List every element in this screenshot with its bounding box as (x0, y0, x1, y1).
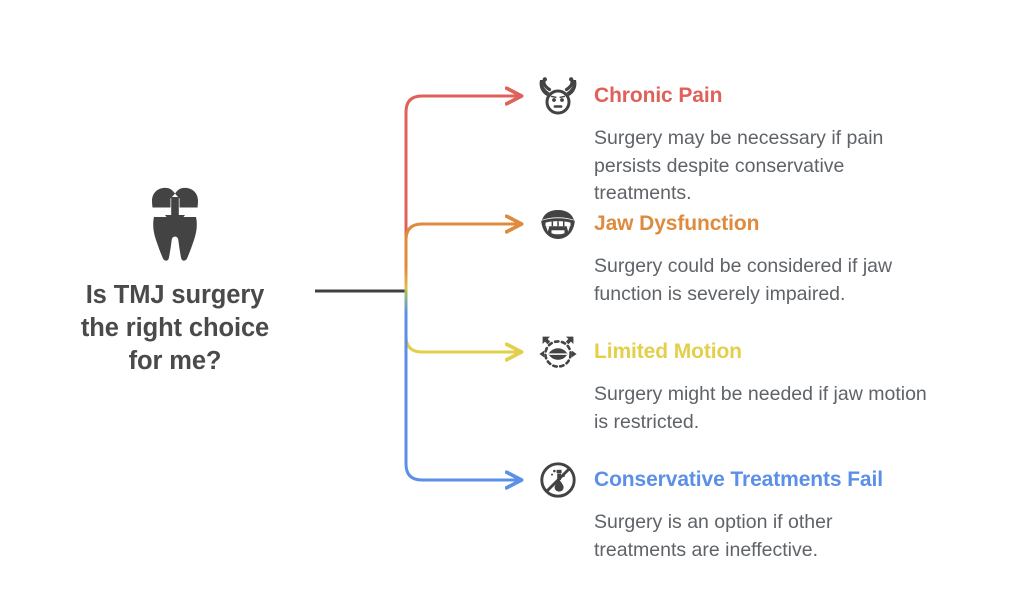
headache-face-icon (539, 77, 577, 115)
root-node: Is TMJ surgery the right choice for me? (40, 185, 310, 378)
connector-conservative-treatments-fail (404, 289, 521, 480)
branch-title: Conservative Treatments Fail (594, 468, 883, 491)
branch-jaw-dysfunction: Jaw Dysfunction Surgery could be conside… (536, 202, 956, 308)
branch-description: Surgery is an option if other treatments… (594, 511, 833, 561)
branch-title: Limited Motion (594, 340, 742, 363)
branch-icon-wrap: Limited Motion (536, 330, 956, 374)
branch-description: Surgery may be necessary if pain persist… (594, 127, 884, 205)
restricted-motion-arrows-icon (539, 336, 577, 368)
branch-description: Surgery could be considered if jaw funct… (594, 255, 893, 305)
branch-header: Chronic Pain (536, 74, 956, 118)
branch-limited-motion: Limited Motion Surgery might be needed i… (536, 330, 956, 436)
tooth-down-arrow-icon (152, 187, 198, 261)
connector-limited-motion (404, 289, 521, 352)
no-medication-icon (540, 462, 576, 498)
branch-title: Chronic Pain (594, 84, 723, 107)
connector-jaw-dysfunction (404, 224, 521, 293)
branch-header: Jaw Dysfunction (536, 202, 956, 246)
branch-chronic-pain: Chronic Pain Surgery may be necessary if… (536, 74, 956, 208)
branch-title: Jaw Dysfunction (594, 212, 760, 235)
branch-description: Surgery might be needed if jaw motion is… (594, 383, 927, 433)
connector-chronic-pain (404, 96, 521, 293)
branch-conservative-treatments-fail: Conservative Treatments Fail Surgery is … (536, 458, 956, 564)
root-title: Is TMJ surgery the right choice for me? (80, 281, 270, 376)
open-mouth-teeth-icon (541, 210, 575, 239)
branch-header: Conservative Treatments Fail (536, 458, 956, 502)
